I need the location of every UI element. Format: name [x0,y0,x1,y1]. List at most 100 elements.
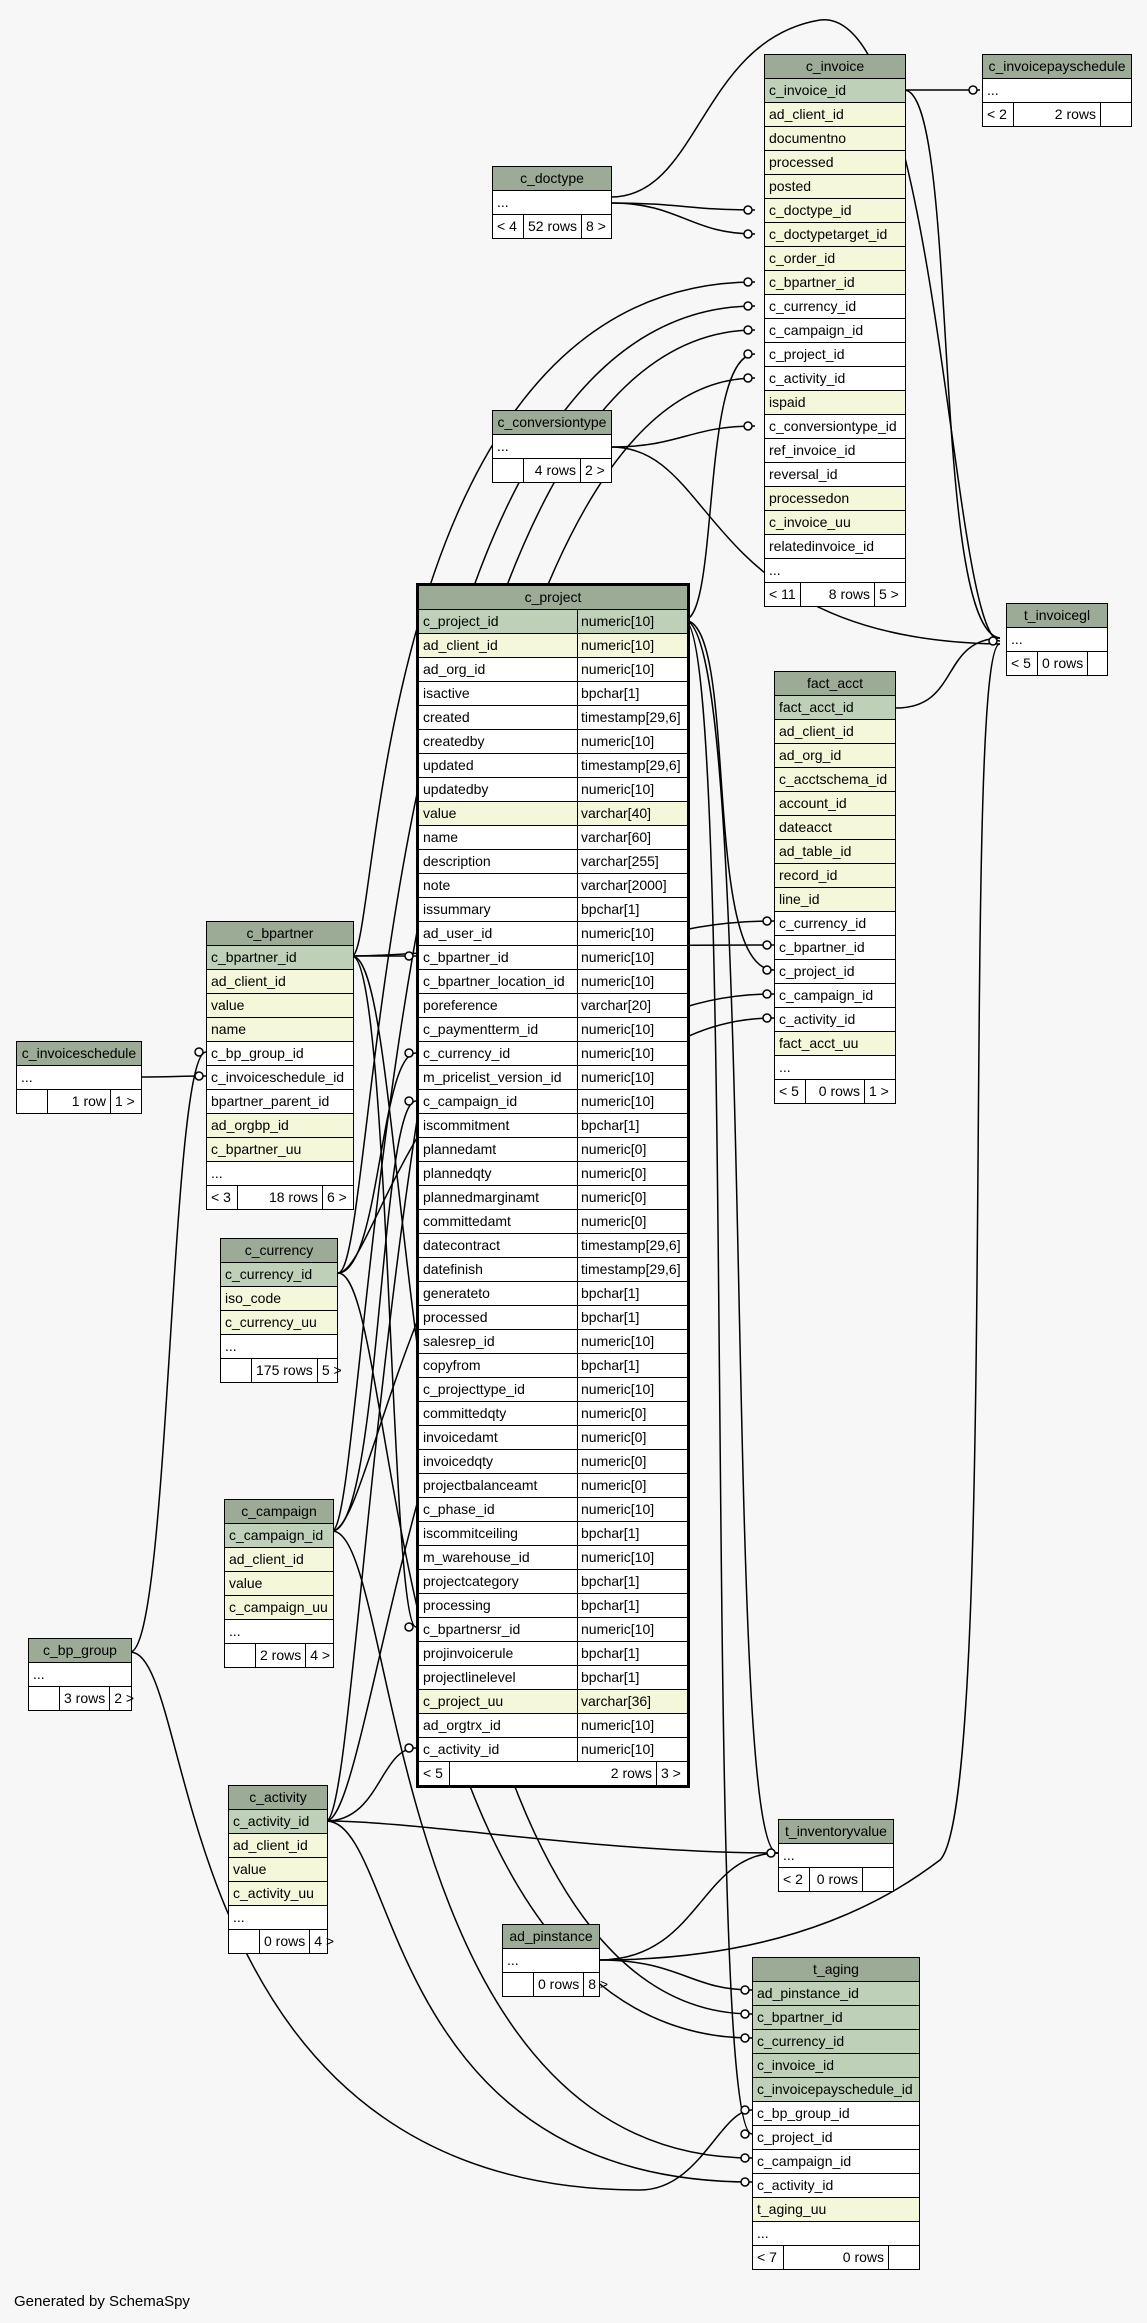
column-row[interactable]: ... [775,1056,895,1080]
column-row[interactable]: reversal_id [765,463,905,487]
column-row[interactable]: c_bpartner_id [775,936,895,960]
parents-link[interactable]: < 3 [211,1189,231,1205]
column-row[interactable]: iso_code [221,1287,337,1311]
column-row[interactable]: ... [1007,628,1107,652]
column-row[interactable]: c_doctype_id [765,199,905,223]
children-link[interactable]: 5 > [874,583,905,606]
column-row[interactable]: processedon [765,487,905,511]
column-row[interactable]: ... [221,1335,337,1359]
column-row[interactable]: ad_client_id [225,1548,333,1572]
column-row[interactable]: c_activity_id [753,2174,919,2198]
column-row[interactable]: c_conversiontype_id [765,415,905,439]
parents-link[interactable]: < 4 [497,218,517,234]
column-row[interactable]: posted [765,175,905,199]
column-row[interactable]: ad_client_id [775,720,895,744]
column-row[interactable]: ispaid [765,391,905,415]
parents-link[interactable] [17,1090,47,1113]
table-header[interactable]: c_bp_group [29,1639,131,1663]
parents-link[interactable]: < 7 [757,2249,777,2265]
column-row[interactable]: c_activity_id [765,367,905,391]
children-link[interactable]: 4 > [309,1930,340,1953]
parents-link[interactable]: < 5 [779,1083,799,1099]
column-row[interactable]: c_bpartner_uu [207,1138,353,1162]
children-link[interactable]: 4 > [305,1644,336,1667]
parents-link[interactable] [229,1930,259,1953]
table-header[interactable]: c_conversiontype [493,411,611,435]
column-row[interactable]: c_campaign_id [753,2150,919,2174]
column-row[interactable]: ref_invoice_id [765,439,905,463]
children-link[interactable]: 1 > [110,1090,141,1113]
parents-link[interactable] [493,459,523,482]
column-row[interactable]: value [225,1572,333,1596]
column-row[interactable]: c_currency_id [775,912,895,936]
column-row[interactable]: ... [17,1066,141,1090]
column-row[interactable]: c_doctypetarget_id [765,223,905,247]
column-row[interactable]: c_order_id [765,247,905,271]
column-row[interactable]: ... [225,1620,333,1644]
column-row[interactable]: c_currency_id [753,2030,919,2054]
column-row[interactable]: ad_client_id [229,1834,327,1858]
table-header[interactable]: t_invoicegl [1007,604,1107,628]
column-row[interactable]: ad_org_id [775,744,895,768]
parents-link[interactable]: < 11 [769,586,796,602]
column-row[interactable]: c_invoice_uu [765,511,905,535]
column-row[interactable]: c_activity_id [775,1008,895,1032]
column-row[interactable]: c_activity_uu [229,1882,327,1906]
table-header[interactable]: c_project [419,586,687,610]
column-row[interactable]: ad_table_id [775,840,895,864]
children-link[interactable]: 3 > [656,1762,687,1785]
children-link[interactable]: 2 > [109,1687,140,1710]
children-link[interactable] [1087,652,1118,675]
column-row[interactable]: c_campaign_id [225,1524,333,1548]
parents-link[interactable]: < 5 [423,1765,443,1781]
children-link[interactable] [1100,103,1131,126]
table-header[interactable]: t_inventoryvalue [779,1820,893,1844]
table-header[interactable]: c_invoiceschedule [17,1042,141,1066]
table-header[interactable]: c_currency [221,1239,337,1263]
column-row[interactable]: c_invoice_id [753,2054,919,2078]
column-row[interactable]: c_project_id [765,343,905,367]
column-row[interactable]: c_currency_uu [221,1311,337,1335]
column-row[interactable]: ad_client_id [765,103,905,127]
parents-link[interactable]: < 2 [987,106,1007,122]
column-row[interactable]: c_campaign_uu [225,1596,333,1620]
parents-link[interactable] [225,1644,255,1667]
column-row[interactable]: ad_client_id [207,970,353,994]
column-row[interactable]: ad_pinstance_id [753,1982,919,2006]
column-row[interactable]: c_bpartner_id [207,946,353,970]
column-row[interactable]: line_id [775,888,895,912]
column-row[interactable]: ... [229,1906,327,1930]
children-link[interactable]: 8 > [581,215,612,238]
table-header[interactable]: c_campaign [225,1500,333,1524]
column-row[interactable]: account_id [775,792,895,816]
